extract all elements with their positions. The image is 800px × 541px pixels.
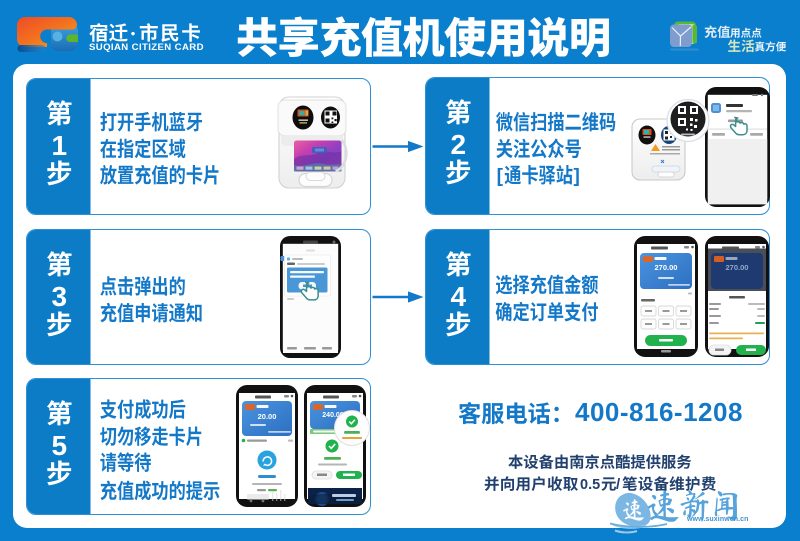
svg-text:270.00: 270.00: [726, 263, 749, 272]
svg-text:270.00: 270.00: [655, 263, 678, 272]
svg-text:20.00: 20.00: [258, 412, 277, 421]
svg-text:240.00: 240.00: [322, 412, 344, 419]
